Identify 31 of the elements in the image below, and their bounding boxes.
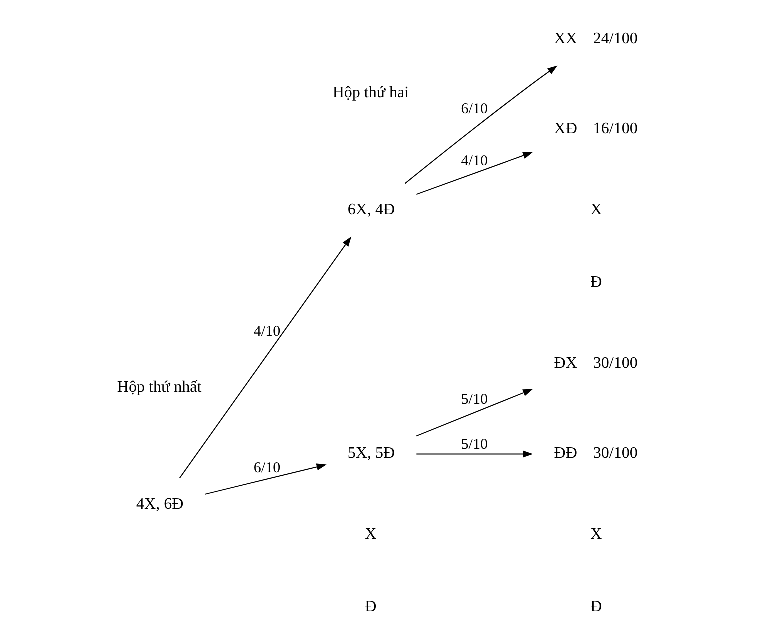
- label: Đ: [590, 598, 602, 616]
- node-text: ĐĐ: [554, 445, 578, 462]
- node-label: 16/100: [593, 120, 638, 138]
- edge-label: 6/10: [461, 102, 488, 118]
- label: X: [590, 526, 602, 544]
- node-text: 6X, 4Đ: [348, 202, 396, 219]
- arrow: [179, 236, 352, 479]
- node-text: XX: [554, 30, 578, 48]
- label: Đ: [590, 274, 602, 291]
- node-label: 30/100: [593, 445, 638, 462]
- edge-label: 6/10: [254, 460, 281, 476]
- arrow: [204, 464, 327, 495]
- node-label: 30/100: [593, 354, 638, 372]
- node-text: ĐX: [554, 354, 578, 372]
- edge-label: 4/10: [461, 154, 488, 170]
- edge-label: 4/10: [254, 324, 281, 340]
- label: Đ: [365, 598, 377, 616]
- label: Hộp thứ hai: [332, 84, 410, 102]
- node-text: XĐ: [554, 120, 578, 138]
- label: Hộp thứ nhất: [117, 378, 202, 396]
- node-text: 5X, 5Đ: [348, 445, 396, 462]
- label: X: [365, 526, 377, 544]
- edge-label: 5/10: [461, 437, 488, 454]
- arrow: [416, 389, 534, 437]
- edge-label: 5/10: [461, 392, 488, 408]
- arrow: [416, 152, 534, 196]
- node-text: 4X, 6Đ: [136, 496, 184, 514]
- node-label: 24/100: [593, 30, 638, 48]
- label: X: [590, 202, 602, 219]
- arrow: [404, 66, 558, 184]
- arrow: [416, 450, 534, 458]
